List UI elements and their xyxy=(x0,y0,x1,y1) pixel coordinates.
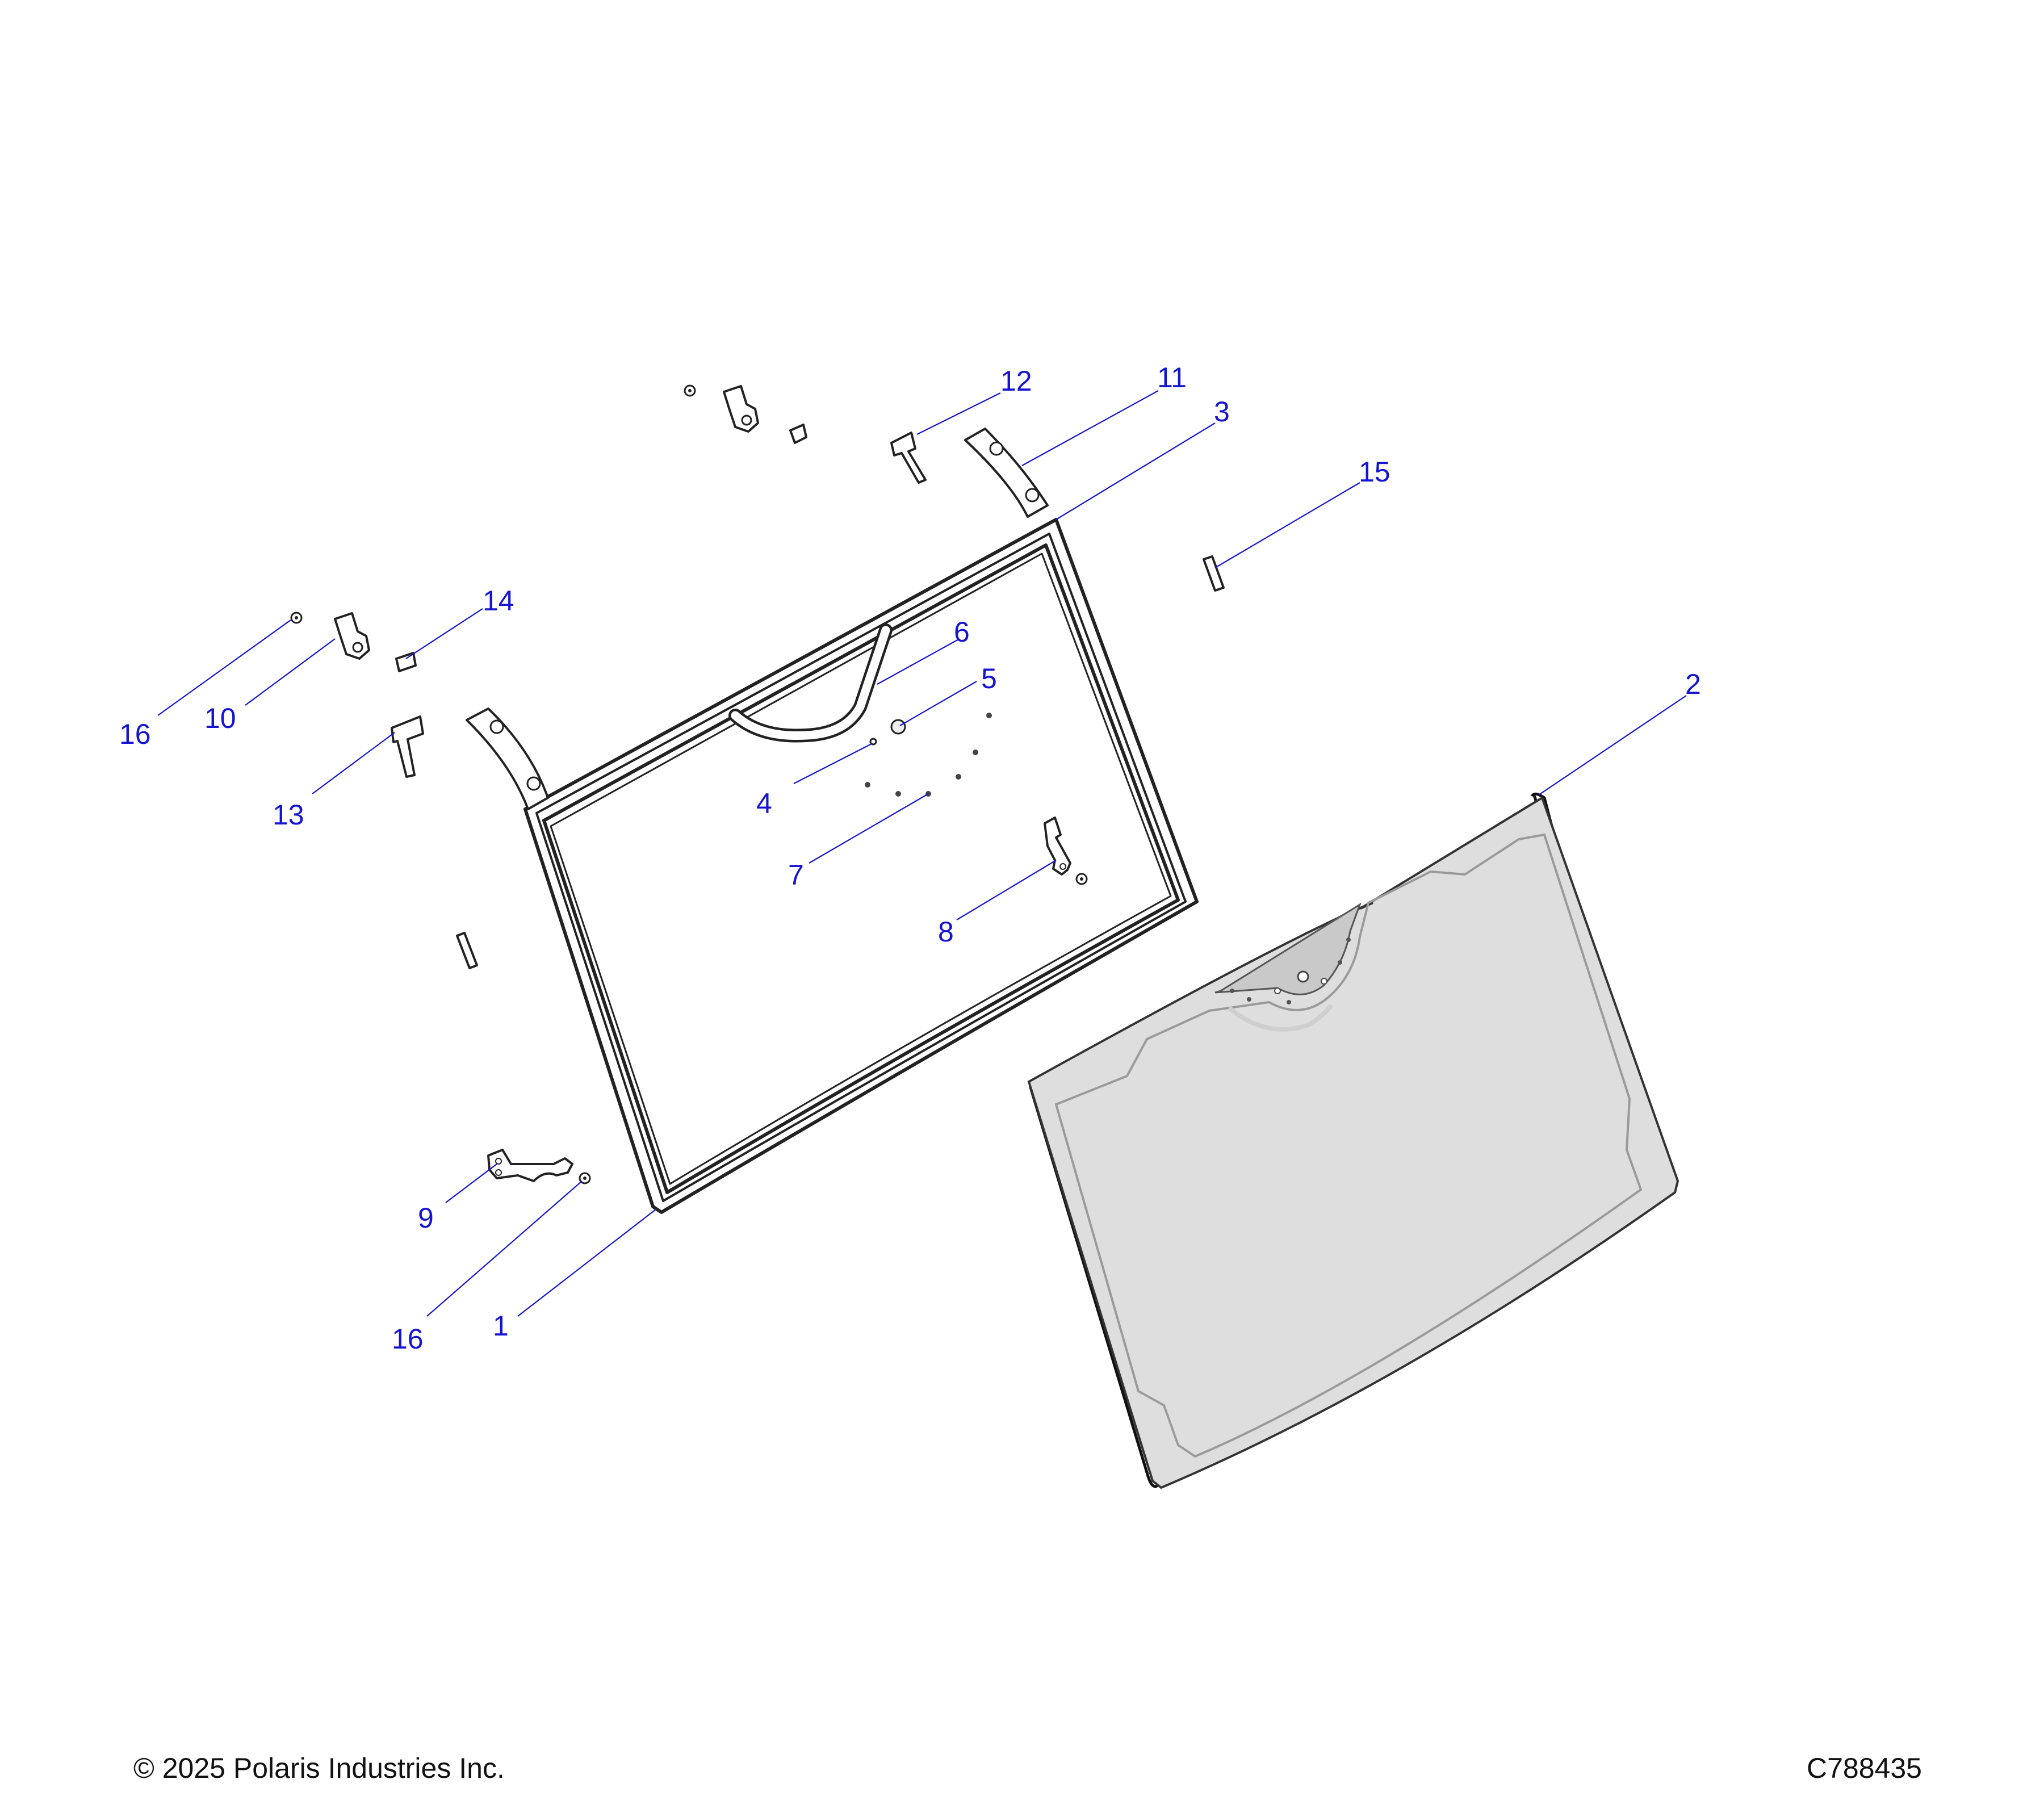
pad-strip-right xyxy=(1203,555,1225,592)
callout-9: 9 xyxy=(418,1202,434,1234)
callout-2: 2 xyxy=(1685,668,1701,700)
callout-4: 4 xyxy=(756,788,772,819)
callout-16a: 16 xyxy=(119,718,151,750)
callout-5: 5 xyxy=(981,663,997,694)
latch-plate-13 xyxy=(391,715,424,778)
callout-16b: 16 xyxy=(392,1323,424,1355)
mount-bracket-right xyxy=(1044,817,1071,876)
bumper-left xyxy=(395,652,417,672)
callout-12: 12 xyxy=(1000,365,1032,397)
mount-bracket-lower xyxy=(487,1149,573,1182)
diagram-id: C788435 xyxy=(1807,1752,1922,1784)
callout-14: 14 xyxy=(483,585,514,617)
callout-13: 13 xyxy=(273,799,304,831)
latch-assembly-left xyxy=(334,612,370,660)
upper-hinge-bracket-right xyxy=(964,428,1049,518)
leader-lines xyxy=(157,390,1687,1317)
copyright-notice: © 2025 Polaris Industries Inc. xyxy=(133,1752,505,1784)
callout-7: 7 xyxy=(788,859,804,891)
latch-plate-12 xyxy=(890,432,927,484)
nut-right xyxy=(1075,873,1088,885)
nut-lower xyxy=(579,1172,591,1184)
latch-assembly-top xyxy=(723,385,759,433)
callout-labels: 1 2 3 4 5 6 7 8 9 10 11 12 13 14 15 16 1… xyxy=(119,362,1701,1355)
windshield-frame xyxy=(523,518,1199,1214)
washer-4 xyxy=(869,738,877,746)
callout-3: 3 xyxy=(1214,396,1230,428)
nut-left xyxy=(290,612,303,624)
callout-8: 8 xyxy=(938,916,954,948)
cap-5 xyxy=(890,719,906,735)
callout-10: 10 xyxy=(204,702,236,734)
nut-top xyxy=(684,384,696,397)
windshield-glass xyxy=(1027,792,1679,1489)
screw-set-7 xyxy=(865,713,992,797)
bumper-top xyxy=(789,424,807,444)
pad-strip-left xyxy=(456,932,478,969)
callout-1: 1 xyxy=(493,1310,509,1342)
callout-15: 15 xyxy=(1359,456,1390,488)
upper-hinge-bracket-left xyxy=(466,707,549,810)
callout-11: 11 xyxy=(1157,362,1187,393)
callout-6: 6 xyxy=(954,616,970,648)
